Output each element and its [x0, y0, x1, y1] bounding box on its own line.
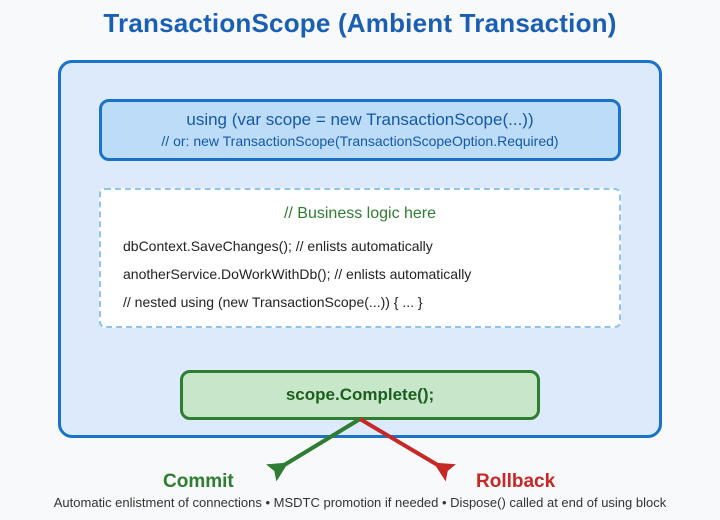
- business-logic-line-3: // nested using (new TransactionScope(..…: [123, 294, 423, 310]
- using-alternative-comment: // or: new TransactionScope(TransactionS…: [161, 133, 559, 149]
- business-logic-heading: // Business logic here: [283, 205, 437, 222]
- footer-note: Automatic enlistment of connections • MS…: [53, 495, 667, 510]
- page-title: TransactionScope (Ambient Transaction): [103, 8, 617, 38]
- commit-label: Commit: [163, 471, 234, 492]
- business-logic-box: // Business logic here dbContext.SaveCha…: [99, 188, 621, 328]
- scope-complete-box: scope.Complete();: [180, 370, 540, 420]
- rollback-label: Rollback: [476, 471, 556, 492]
- scope-complete-label: scope.Complete();: [285, 385, 435, 404]
- using-statement-line: using (var scope = new TransactionScope(…: [186, 110, 534, 129]
- using-statement-box: using (var scope = new TransactionScope(…: [99, 99, 621, 161]
- business-logic-line-2: anotherService.DoWorkWithDb(); // enlist…: [123, 266, 472, 282]
- business-logic-line-1: dbContext.SaveChanges(); // enlists auto…: [123, 238, 433, 254]
